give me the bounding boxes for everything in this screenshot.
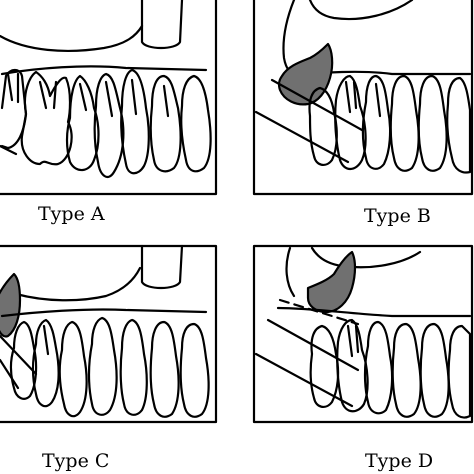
tooth xyxy=(58,320,88,418)
reference-line xyxy=(0,358,20,390)
tooth xyxy=(419,322,450,418)
tooth-root xyxy=(6,72,20,104)
upper-incisor xyxy=(140,244,184,290)
impacted-canine xyxy=(0,272,22,338)
tooth xyxy=(20,70,73,166)
tooth xyxy=(363,320,394,415)
tooth-root xyxy=(38,80,58,110)
panel-frame xyxy=(0,244,218,424)
maxillary-outline xyxy=(14,266,142,302)
caption-type-a: Type A xyxy=(38,203,105,225)
tooth-root xyxy=(346,324,360,358)
dashed-reference-line xyxy=(278,298,360,326)
panel-frame xyxy=(252,244,474,424)
reference-line xyxy=(270,78,364,132)
tooth xyxy=(65,74,100,172)
reference-line xyxy=(266,318,360,372)
impacted-canine xyxy=(306,250,357,314)
tooth xyxy=(447,324,472,419)
tooth xyxy=(179,322,210,418)
caption-type-c: Type C xyxy=(42,450,110,472)
impacted-canine xyxy=(277,42,334,106)
gum-line xyxy=(276,306,472,318)
gum-line xyxy=(0,308,208,318)
tooth-root xyxy=(104,80,114,118)
tooth-root xyxy=(374,82,382,118)
tooth-root xyxy=(130,78,138,116)
tooth xyxy=(389,74,420,172)
panel-type-d xyxy=(252,244,474,424)
tooth-root xyxy=(42,324,50,356)
maxillary-outline xyxy=(310,246,422,269)
tooth xyxy=(87,316,118,416)
tooth xyxy=(446,76,472,174)
tooth-root xyxy=(344,80,358,114)
tooth xyxy=(180,74,212,173)
panel-type-b xyxy=(252,0,474,196)
reference-line xyxy=(254,110,350,164)
gum-line xyxy=(0,65,208,76)
tooth-root xyxy=(78,82,88,112)
panel-frame xyxy=(0,0,218,196)
tooth xyxy=(31,318,60,408)
maxillary-outline xyxy=(285,246,296,298)
maxillary-outline xyxy=(0,24,144,52)
tooth xyxy=(334,74,367,171)
upper-incisor xyxy=(140,0,184,50)
panel-frame xyxy=(252,0,474,196)
tooth xyxy=(0,68,28,150)
reference-line xyxy=(0,144,18,156)
tooth xyxy=(119,318,148,416)
panel-type-c xyxy=(0,244,218,424)
tooth xyxy=(120,68,150,175)
tooth xyxy=(149,74,182,173)
panel-type-a xyxy=(0,0,218,196)
reference-line xyxy=(254,352,354,408)
tooth xyxy=(417,74,448,172)
tooth xyxy=(149,320,180,418)
tooth xyxy=(336,318,369,413)
tooth xyxy=(361,74,392,170)
tooth xyxy=(391,322,422,418)
caption-type-d: Type D xyxy=(365,450,434,472)
tooth-root xyxy=(162,84,170,118)
tooth xyxy=(309,324,340,408)
caption-type-b: Type B xyxy=(364,205,431,227)
maxillary-outline xyxy=(308,0,414,21)
reference-line xyxy=(0,334,38,376)
